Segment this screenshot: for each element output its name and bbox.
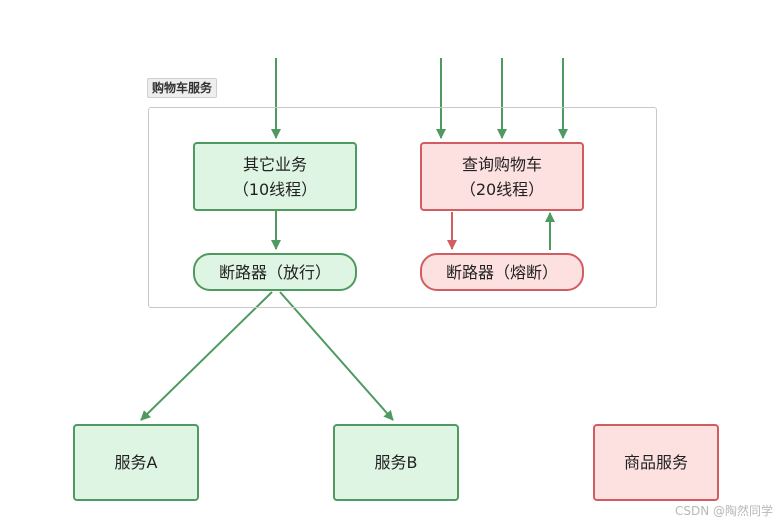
service-b-node[interactable]: 服务B <box>333 424 459 501</box>
breaker-pass-node[interactable]: 断路器（放行） <box>193 253 357 291</box>
arrow-breaker-to-service-a <box>140 291 273 421</box>
watermark: CSDN @陶然同学 <box>674 504 773 518</box>
service-a-label: 服务A <box>114 453 158 472</box>
query-cart-title: 查询购物车 <box>461 154 542 174</box>
query-cart-node[interactable]: 查询购物车 （20线程） <box>420 142 584 211</box>
query-cart-threads: （20线程） <box>459 179 545 199</box>
service-b-label: 服务B <box>374 453 418 472</box>
cart-service-group <box>148 107 657 308</box>
arrow-breaker-to-service-b <box>279 291 394 421</box>
cart-service-label: 购物车服务 <box>147 78 218 98</box>
product-service-label: 商品服务 <box>623 453 688 472</box>
breaker-pass-label: 断路器（放行） <box>218 262 331 282</box>
breaker-fuse-label: 断路器（熔断） <box>445 262 558 282</box>
breaker-fuse-node[interactable]: 断路器（熔断） <box>420 253 584 291</box>
other-business-title: 其它业务 <box>242 154 307 174</box>
service-a-node[interactable]: 服务A <box>73 424 199 501</box>
other-business-threads: （10线程） <box>232 179 318 199</box>
other-business-node[interactable]: 其它业务 （10线程） <box>193 142 357 211</box>
product-service-node[interactable]: 商品服务 <box>593 424 719 501</box>
